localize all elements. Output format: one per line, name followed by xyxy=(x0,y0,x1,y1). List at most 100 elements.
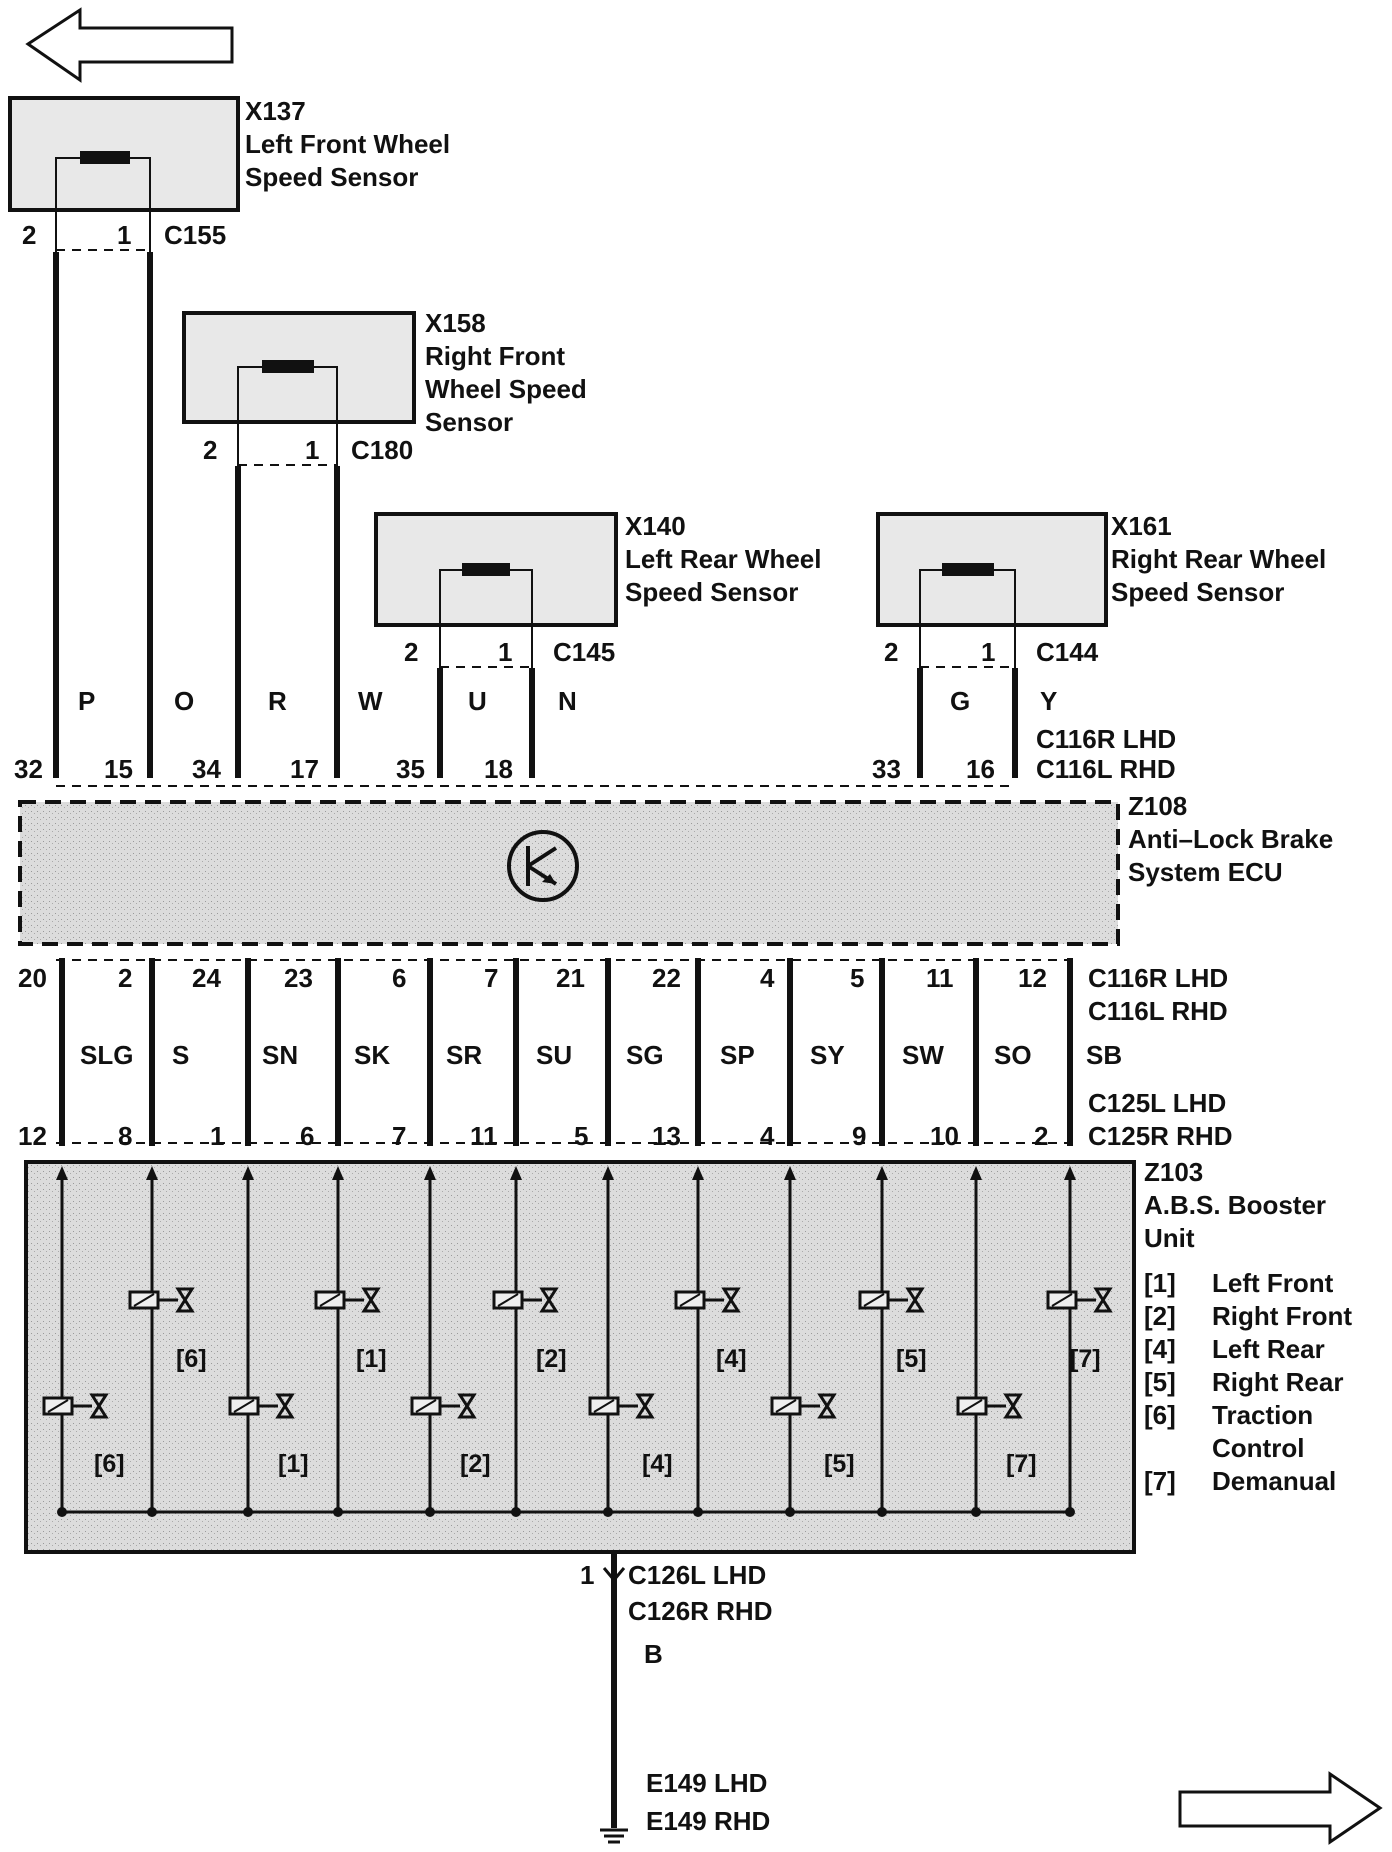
sensor-x137: X137 Left Front Wheel Speed Sensor 2 1 C… xyxy=(8,96,450,778)
sensor-name-line: Wheel Speed xyxy=(425,374,587,404)
valve-legend: [1] Left Front [2] Right Front [4] Left … xyxy=(1144,1268,1352,1496)
arrow-up-icon xyxy=(146,1166,158,1180)
wire-color-label: SY xyxy=(810,1040,845,1070)
pin-label: 1 xyxy=(981,637,995,667)
ecu-name-line: Anti–Lock Brake xyxy=(1128,824,1333,854)
ground-label: E149 RHD xyxy=(646,1806,770,1836)
wire-color-label: SU xyxy=(536,1040,572,1070)
ecu-name-line: System ECU xyxy=(1128,857,1283,887)
arrow-up-icon xyxy=(1064,1166,1076,1180)
wire-color-label: SR xyxy=(446,1040,482,1070)
solenoid-valve-icon xyxy=(588,1393,655,1419)
legend-label: Right Front xyxy=(1212,1301,1352,1331)
valve-tag: [1] xyxy=(356,1345,387,1373)
pin-label: 32 xyxy=(14,754,43,784)
solenoid-valve-icon xyxy=(956,1393,1023,1419)
wire-color-label: SO xyxy=(994,1040,1032,1070)
wire-color-label: P xyxy=(78,686,95,716)
transistor-icon xyxy=(507,830,579,902)
pin-label: 33 xyxy=(872,754,901,784)
arrow-up-icon xyxy=(692,1166,704,1180)
legend-key: [5] xyxy=(1144,1367,1176,1397)
valve-tag: [4] xyxy=(716,1345,747,1373)
sensor-name-line: Left Front Wheel xyxy=(245,129,450,159)
pin-label: 7 xyxy=(392,1121,406,1151)
legend-label: Right Rear xyxy=(1212,1367,1343,1397)
ground-label: E149 LHD xyxy=(646,1768,767,1798)
sensor-x158: X158 Right Front Wheel Speed Sensor 2 1 … xyxy=(182,308,587,778)
junction-dot xyxy=(1065,1507,1075,1517)
wire-color-label: SN xyxy=(262,1040,298,1070)
pin-label: 20 xyxy=(18,963,47,993)
connector-label: C145 xyxy=(553,637,615,667)
connector-label: C126R RHD xyxy=(628,1596,773,1626)
valve-tag: [2] xyxy=(536,1345,567,1373)
sensor-id: X137 xyxy=(245,96,306,126)
ground-circuit: 1 C126L LHD C126R RHD B E149 LHD E149 RH… xyxy=(580,1552,773,1844)
ecu-id: Z108 xyxy=(1128,791,1187,821)
wire-color-label: SLG xyxy=(80,1040,133,1070)
connector-label: C126L LHD xyxy=(628,1560,766,1590)
sensor-name-line: Speed Sensor xyxy=(1111,577,1284,607)
legend-key: [1] xyxy=(1144,1268,1176,1298)
junction-dot xyxy=(877,1507,887,1517)
pin-label: 1 xyxy=(580,1560,594,1590)
wire-color-label: SW xyxy=(902,1040,944,1070)
wire-color-label: SG xyxy=(626,1040,664,1070)
wire-color-label: SP xyxy=(720,1040,755,1070)
sensor-name-line: Sensor xyxy=(425,407,513,437)
pin-label: 1 xyxy=(117,220,131,250)
wire-color-label: R xyxy=(268,686,287,716)
pin-label: 17 xyxy=(290,754,319,784)
arrow-up-icon xyxy=(876,1166,888,1180)
junction-dot xyxy=(511,1507,521,1517)
junction-dot xyxy=(785,1507,795,1517)
legend-label: Left Front xyxy=(1212,1268,1334,1298)
pin-label: 23 xyxy=(284,963,313,993)
valve-tag: [2] xyxy=(460,1450,491,1478)
pin-label: 8 xyxy=(118,1121,132,1151)
connector-label: C155 xyxy=(164,220,226,250)
sensor-id: X161 xyxy=(1111,511,1172,541)
pin-label: 2 xyxy=(404,637,418,667)
pin-label: 18 xyxy=(484,754,513,784)
arrow-up-icon xyxy=(424,1166,436,1180)
pin-label: 11 xyxy=(470,1121,498,1151)
wire-color-label: B xyxy=(644,1639,663,1669)
sensor-id: X140 xyxy=(625,511,686,541)
legend-key: [6] xyxy=(1144,1400,1176,1430)
pin-label: 1 xyxy=(305,435,319,465)
pin-label: 10 xyxy=(930,1121,959,1151)
arrow-up-icon xyxy=(56,1166,68,1180)
ecu-output-wires: 20 2 24 23 6 7 21 22 4 5 11 12 C116R LHD… xyxy=(18,958,1233,1151)
sensor-name-line: Right Front xyxy=(425,341,565,371)
junction-dot xyxy=(603,1507,613,1517)
pin-label: 24 xyxy=(192,963,221,993)
legend-key: [7] xyxy=(1144,1466,1176,1496)
next-page-arrow-icon[interactable] xyxy=(1178,1771,1383,1845)
pin-label: 4 xyxy=(760,963,775,993)
connector-label: C125L LHD xyxy=(1088,1088,1226,1118)
sensor-name-line: Right Rear Wheel xyxy=(1111,544,1326,574)
abs-booster-unit-z103: Z103 A.B.S. Booster Unit [6] [1] [2] [4]… xyxy=(24,1157,1326,1554)
booster-name-line: A.B.S. Booster xyxy=(1144,1190,1326,1220)
prev-page-arrow-icon[interactable] xyxy=(25,7,234,83)
pin-label: 7 xyxy=(484,963,498,993)
valve-tag: [1] xyxy=(278,1450,309,1478)
connector-label: C116L RHD xyxy=(1036,754,1176,784)
valve-tag: [7] xyxy=(1006,1450,1037,1478)
pin-label: 34 xyxy=(192,754,221,784)
pin-label: 21 xyxy=(556,963,585,993)
sensor-name-line: Speed Sensor xyxy=(625,577,798,607)
solenoid-valve-icon xyxy=(228,1393,295,1419)
pin-label: 12 xyxy=(18,1121,47,1151)
pin-label: 2 xyxy=(22,220,36,250)
connector-label: C116R LHD xyxy=(1088,963,1228,993)
junction-dot xyxy=(425,1507,435,1517)
pin-label: 1 xyxy=(210,1121,224,1151)
solenoid-valve-icon xyxy=(770,1393,837,1419)
wire-color-label: Y xyxy=(1040,686,1057,716)
legend-label: Traction xyxy=(1212,1400,1313,1430)
